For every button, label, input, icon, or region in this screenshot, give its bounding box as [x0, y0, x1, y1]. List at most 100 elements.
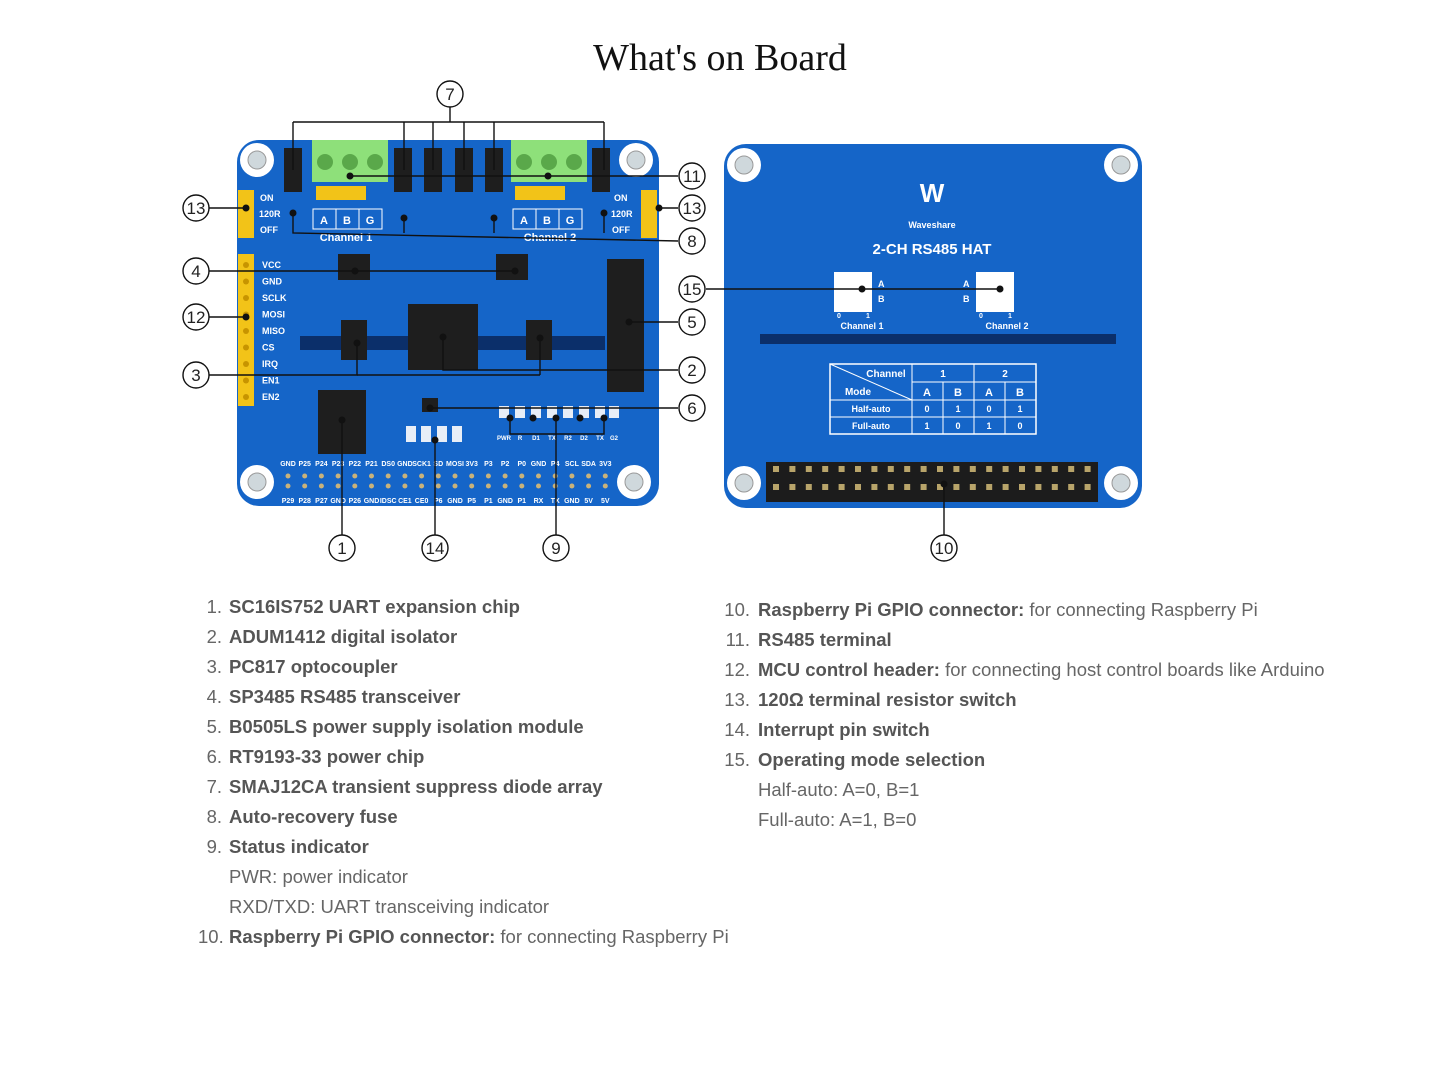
item-subtext: Half-auto: A=0, B=1: [758, 779, 920, 800]
table-cell: 1: [1017, 404, 1022, 414]
switch-120r-left: 120R: [259, 209, 281, 219]
legend-item-13: 13.120Ω terminal resistor switch: [722, 685, 1422, 715]
gpio-label: DS0: [381, 461, 395, 468]
gpio-pin: [986, 484, 993, 490]
gpio-label: P6: [434, 498, 443, 505]
callout-label: 15: [683, 280, 702, 299]
gpio-pad: [586, 473, 592, 479]
gpio-pad: [369, 483, 374, 489]
gpio-pin: [937, 466, 943, 472]
gpio-label: P28: [298, 498, 311, 505]
gpio-pad: [419, 473, 425, 479]
gpio-pin: [789, 466, 796, 472]
gpio-label: P25: [298, 461, 311, 468]
page-title: What's on Board: [593, 37, 847, 79]
callout-label: 9: [551, 539, 560, 558]
gpio-pin: [937, 484, 943, 490]
gpio-pad: [569, 483, 575, 489]
gpio-label: P1: [518, 498, 527, 505]
legend-item-10: 10.Raspberry Pi GPIO connector: for conn…: [198, 922, 729, 952]
gpio-pin: [822, 484, 829, 490]
led-label: R: [518, 436, 523, 442]
mcu-pin-label: SCLK: [262, 293, 287, 303]
gpio-pad: [402, 473, 408, 479]
legend-item-2: 2.ADUM1412 digital isolator: [198, 622, 718, 652]
mcu-pin-label: GND: [262, 277, 283, 287]
gpio-label: P3: [484, 461, 493, 468]
gpio-label: SDA: [581, 461, 596, 468]
item-title: Status indicator: [229, 836, 369, 857]
gpio-pad: [602, 473, 608, 479]
power-isolation-module: [607, 259, 644, 392]
gpio-pin: [887, 484, 894, 490]
item-description: for connecting host control boards like …: [939, 659, 1325, 680]
mount-holes: [240, 143, 653, 499]
gpio-pin: [773, 484, 779, 490]
gpio-pad: [302, 483, 308, 489]
led-label: R2: [564, 436, 572, 442]
callout-9: [542, 534, 570, 562]
switch-off-right: OFF: [612, 225, 630, 235]
led: [499, 406, 509, 418]
letter-a: A: [520, 215, 528, 227]
legend-item-14: 14.Interrupt pin switch: [722, 715, 1422, 745]
front-board: A B G A B G Channel 1 Channel 2 ON 120R …: [237, 140, 659, 506]
legend-item-5: 5.B0505LS power supply isolation module: [198, 712, 718, 742]
sw1-letter-a: A: [878, 279, 885, 289]
legend-sub: RXD/TXD: UART transceiving indicator: [198, 892, 718, 922]
gpio-label: P21: [365, 461, 378, 468]
callout-14: [421, 534, 449, 562]
legend-item-11: 11.RS485 terminal: [722, 625, 1422, 655]
item-title: SP3485 RS485 transceiver: [229, 686, 461, 707]
gpio-pin: [789, 484, 796, 490]
gpio-pin: [1002, 484, 1009, 490]
back-slot: [760, 334, 1116, 344]
item-title: SMAJ12CA transient suppress diode array: [229, 776, 603, 797]
gpio-pad: [285, 483, 291, 489]
item-number: 10.: [724, 599, 750, 620]
led: [547, 406, 557, 418]
callout-label: 13: [683, 199, 702, 218]
table-cell: 1: [924, 421, 929, 431]
gpio-pin: [1084, 466, 1091, 472]
gpio-pin: [920, 466, 927, 472]
item-number: 9.: [206, 836, 222, 857]
jumper-2: [515, 186, 565, 200]
gpio-pad: [352, 483, 358, 489]
item-title: Raspberry Pi GPIO connector:: [229, 926, 496, 947]
leader-dots: [242, 172, 1004, 488]
back-channel-1: Channel 1: [840, 321, 883, 331]
gpio-label: GND: [397, 461, 413, 468]
callout-15: [678, 275, 706, 303]
gpio-pad: [318, 473, 324, 479]
table-cell: 0: [955, 421, 960, 431]
gpio-pad: [469, 473, 475, 479]
resistor-switch-left: [238, 190, 254, 238]
item-title: Interrupt pin switch: [758, 719, 930, 740]
sw2-bit-0: 0: [979, 313, 983, 320]
resistor-switch-right: [641, 190, 657, 238]
gpio-pad: [335, 473, 341, 479]
gpio-pad: [335, 483, 341, 489]
item-subtext: PWR: power indicator: [229, 866, 408, 887]
callout-label: 10: [935, 539, 954, 558]
led: [579, 406, 589, 418]
gpio-pin: [1068, 466, 1075, 472]
led: [595, 406, 605, 418]
gpio-pad: [552, 483, 558, 489]
letter-a: A: [320, 215, 328, 227]
gpio-pin: [1002, 466, 1009, 472]
item-description: for connecting Raspberry Pi: [495, 926, 729, 947]
item-number: 5.: [206, 716, 222, 737]
table-corner-channel: Channel: [866, 369, 906, 380]
gpio-pin: [969, 484, 976, 490]
callout-3: [182, 361, 210, 389]
gpio-pad: [569, 473, 575, 479]
callout-11: [678, 162, 706, 190]
gpio-label: P26: [349, 498, 362, 505]
gpio-pin: [1019, 484, 1025, 490]
gpio-label: SCL: [565, 461, 580, 468]
led-label: TX: [596, 436, 604, 442]
